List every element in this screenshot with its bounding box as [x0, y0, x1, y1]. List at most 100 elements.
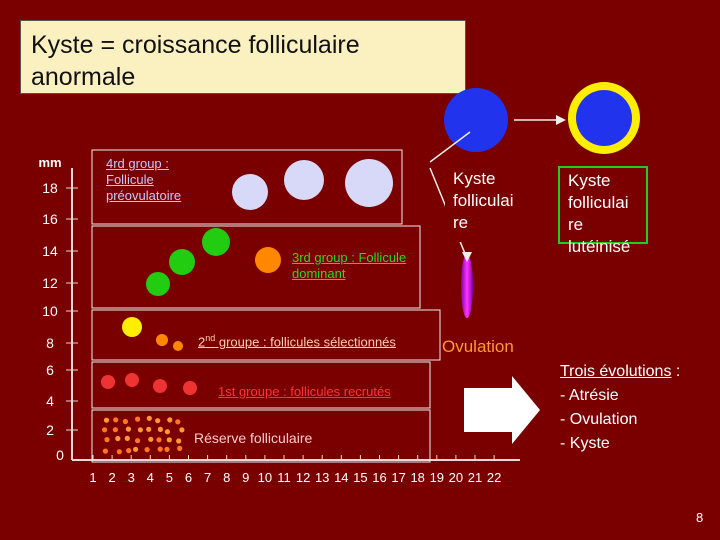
evolutions-colon: :: [671, 363, 681, 380]
page-number: 8: [696, 510, 704, 525]
reserve-dot: [104, 437, 110, 443]
kyste-luteinise-core: [576, 90, 632, 146]
x-tick-label: 18: [410, 470, 425, 485]
reserve-dot: [146, 426, 152, 432]
recruited-follicle: [125, 373, 139, 387]
reserve-dot: [135, 438, 141, 444]
x-tick-label: 1: [89, 470, 97, 485]
reserve-dot: [122, 418, 128, 425]
evolutions-list: Trois évolutions : - Atrésie - Ovulation…: [560, 360, 680, 456]
kyste-label: Kyste folliculai re: [453, 169, 514, 232]
y-tick-label: 14: [42, 243, 58, 259]
x-tick-label: 22: [486, 470, 502, 485]
y-tick-label: 0: [56, 447, 64, 463]
x-tick-label: 17: [391, 470, 406, 485]
dominant-follicle: [169, 249, 195, 275]
reserve-dot: [177, 445, 183, 451]
reserve-dot: [125, 426, 131, 432]
x-tick-label: 8: [223, 470, 231, 485]
reserve-dot: [102, 448, 108, 454]
reserve-dot: [137, 427, 143, 433]
group3-box: [91, 225, 421, 309]
kyste-luteinise-label: Kyste folliculai re lutéinisé: [568, 171, 631, 256]
reserve-dot: [144, 447, 150, 453]
y-tick-label: 6: [46, 362, 54, 378]
evolution-item: - Atrésie: [560, 387, 619, 404]
reserve-dot: [115, 435, 121, 442]
kyste-follicle: [444, 88, 508, 152]
reserve-dot: [135, 416, 141, 422]
evolution-item: - Ovulation: [560, 411, 638, 428]
x-tick-label: 13: [314, 470, 330, 485]
reserve-dot: [148, 436, 154, 442]
evolutions-heading: Trois évolutions: [560, 363, 672, 380]
x-tick-label: 19: [429, 470, 445, 485]
group2-label: 2nd groupe : follicules sélectionnés: [198, 333, 396, 350]
reserve-dot: [164, 429, 170, 435]
ovulation-label: Ovulation: [442, 337, 514, 356]
y-tick-label: 8: [46, 335, 54, 351]
y-tick-label: 10: [42, 303, 58, 319]
preovulatory-follicle: [232, 174, 268, 210]
x-tick-label: 16: [372, 470, 387, 485]
y-tick-label: 18: [42, 180, 58, 196]
reserve-dot: [166, 437, 172, 443]
reserve-dot: [175, 419, 181, 425]
reserve-dot: [124, 435, 130, 441]
reserve-dot: [167, 417, 173, 423]
slide-title: Kyste = croissance folliculaire anormale: [31, 31, 360, 91]
reserve-dot: [157, 446, 163, 452]
x-tick-label: 5: [165, 470, 173, 485]
recruited-follicle: [101, 375, 115, 389]
reserve-label: Réserve folliculaire: [194, 430, 313, 446]
y-tick-label: 16: [42, 211, 58, 227]
reserve-dot: [157, 426, 163, 432]
x-tick-label: 9: [242, 470, 250, 485]
group4-label: 4rd group : Follicule préovulatoire: [106, 156, 182, 203]
title-box: Kyste = croissance folliculaire anormale: [20, 20, 466, 94]
y-axis-unit: mm: [38, 155, 62, 170]
reserve-dot: [155, 418, 161, 424]
preovulatory-follicle: [284, 160, 324, 200]
x-tick-label: 3: [127, 470, 135, 485]
y-tick-label: 2: [46, 422, 54, 438]
group3-label: 3rd group : Follicule dominant: [292, 250, 407, 281]
x-tick-label: 7: [203, 470, 212, 485]
y-tick-label: 4: [46, 393, 54, 409]
x-tick-label: 10: [257, 470, 273, 485]
reserve-dot: [103, 417, 110, 423]
reserve-dot: [164, 446, 170, 452]
dominant-follicle: [146, 272, 170, 296]
reserve-dot: [102, 427, 108, 433]
reserve-box: [91, 409, 431, 463]
reserve-dot: [146, 415, 152, 421]
ovulation-follicle: [461, 254, 473, 318]
dominant-follicle: [202, 228, 230, 256]
selected-follicle-yellow: [122, 317, 142, 337]
dominant-follicle-orange: [255, 247, 281, 273]
luteinisation-arrowhead: [556, 115, 566, 125]
selected-follicle-orange: [156, 334, 168, 346]
reserve-dot: [176, 438, 182, 444]
preovulatory-follicle: [345, 159, 393, 207]
recruited-follicle: [183, 381, 197, 395]
reserve-dot: [179, 427, 185, 433]
group4-box: [91, 149, 403, 225]
reserve-dot: [133, 446, 139, 452]
reserve-dot: [126, 448, 132, 454]
x-tick-label: 2: [108, 470, 116, 485]
x-tick-label: 6: [184, 470, 193, 485]
reserve-dot: [113, 417, 119, 423]
x-tick-label: 21: [467, 470, 483, 485]
ovulation-arrowhead: [462, 252, 472, 262]
recruited-follicle: [153, 379, 167, 393]
x-tick-label: 12: [295, 470, 311, 485]
group1-label: 1st groupe : follicules recrutés: [218, 384, 391, 399]
kyste-arrow: [429, 131, 471, 163]
reserve-dot: [156, 437, 162, 443]
x-tick-label: 4: [146, 470, 154, 485]
x-tick-label: 11: [277, 470, 291, 485]
kyste-luteinise-label-box: Kyste folliculai re lutéinisé: [558, 166, 648, 256]
